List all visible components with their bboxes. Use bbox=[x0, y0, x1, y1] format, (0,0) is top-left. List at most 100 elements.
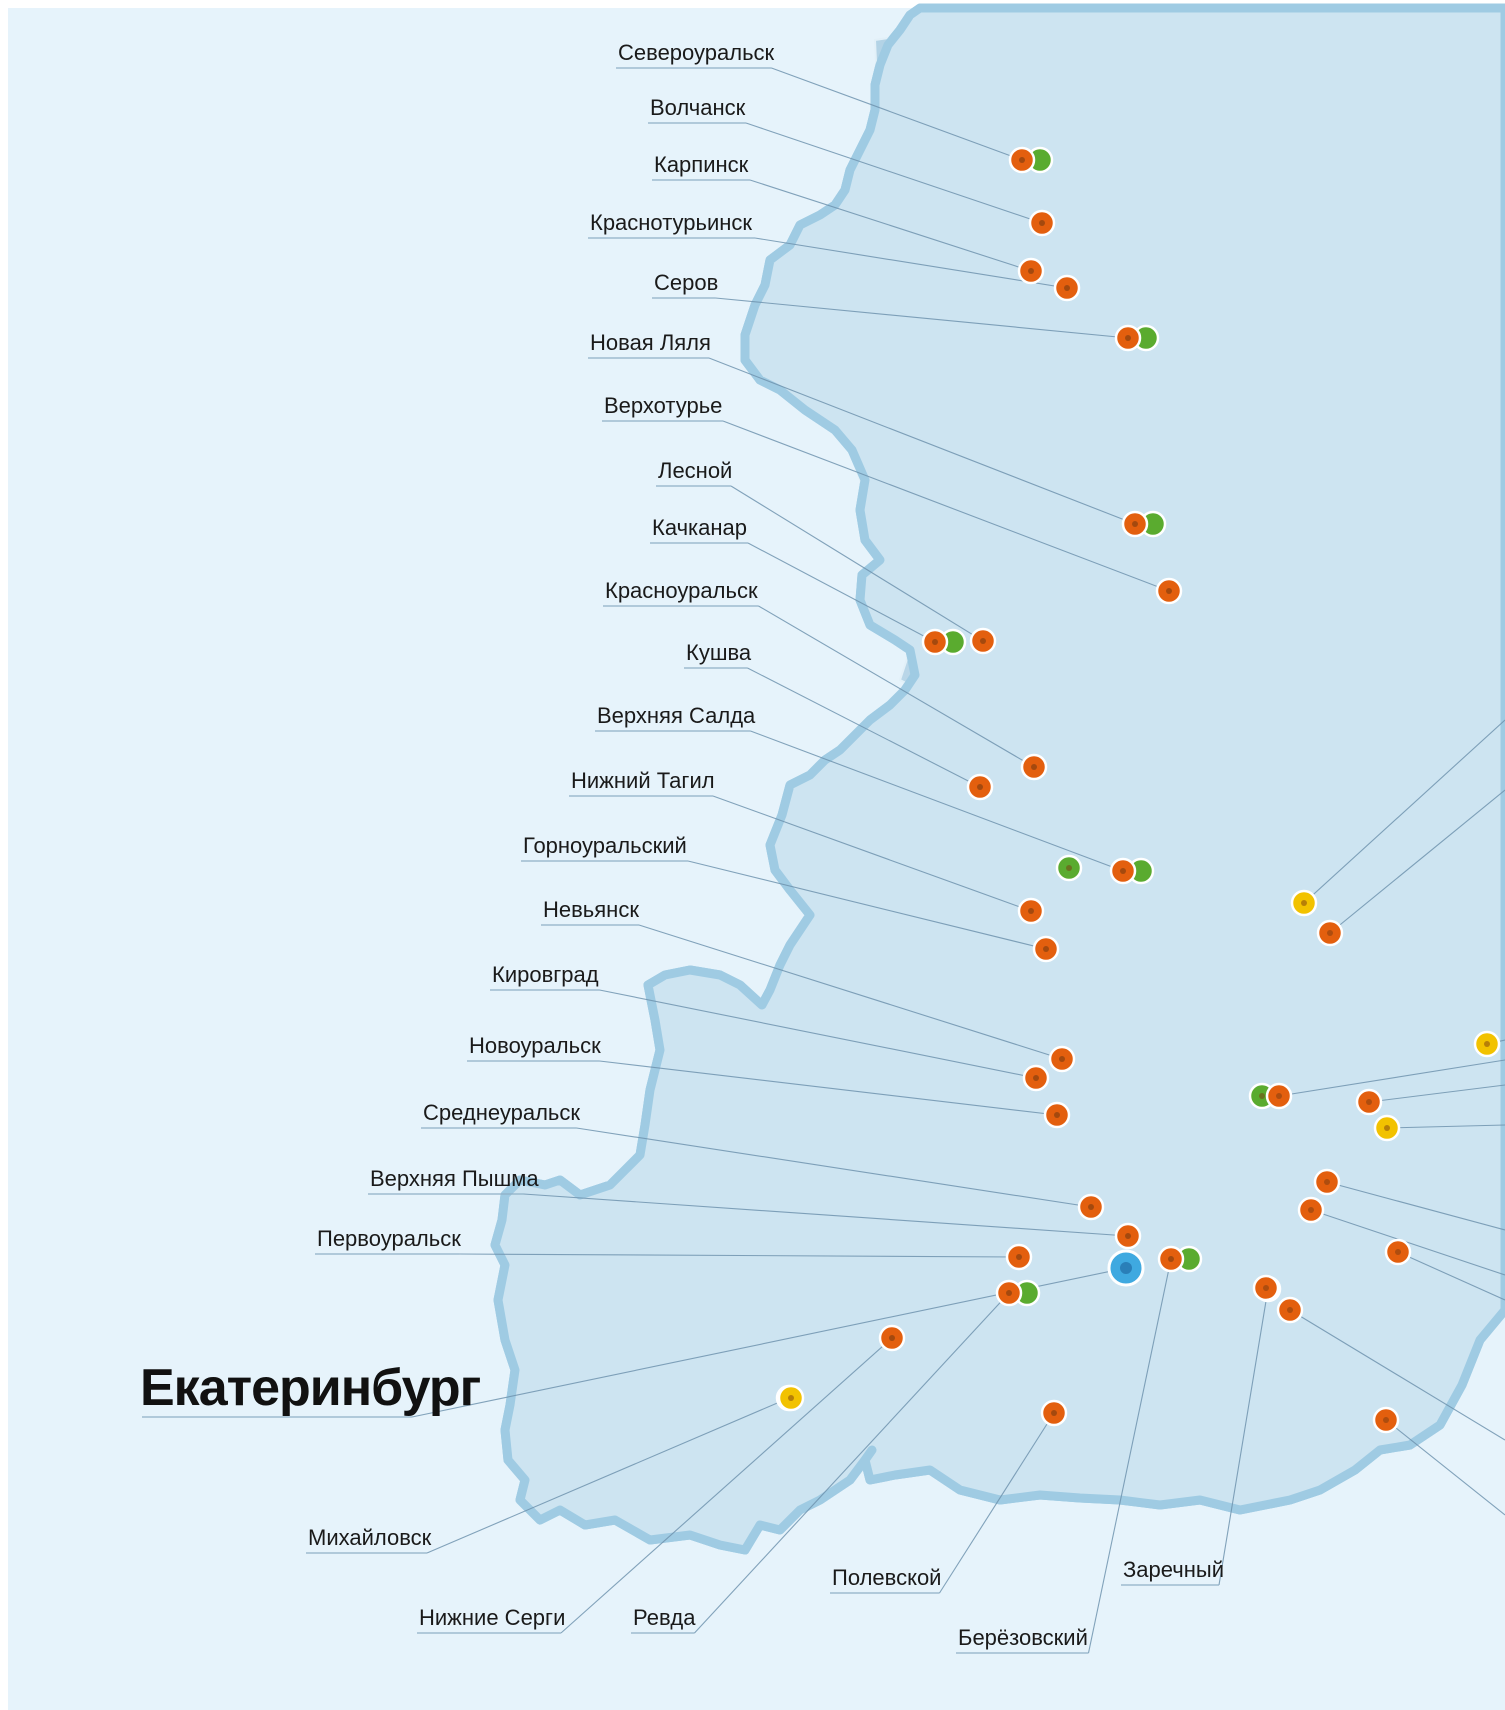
leader-line bbox=[458, 1253, 1020, 1258]
leader-line bbox=[749, 179, 1032, 272]
marker-center-dot bbox=[1031, 764, 1037, 770]
marker-center-dot bbox=[1051, 1410, 1057, 1416]
marker-center-dot bbox=[1059, 1056, 1065, 1062]
leader-line bbox=[708, 357, 1136, 525]
city-label: Кировград bbox=[492, 962, 599, 987]
marker-center-dot bbox=[1028, 268, 1034, 274]
marker-center-dot bbox=[1327, 930, 1333, 936]
city-label: Красноуральск bbox=[605, 578, 758, 603]
leader-line bbox=[712, 795, 1032, 912]
city-label: Волчанск bbox=[650, 95, 746, 120]
leader-line bbox=[1087, 1258, 1172, 1654]
city-label: Нижний Тагил bbox=[571, 768, 715, 793]
marker-center-dot bbox=[1066, 865, 1072, 871]
city-label: Нижние Серги bbox=[419, 1605, 565, 1630]
city-label: Североуральск bbox=[618, 40, 775, 65]
marker-center-dot bbox=[1308, 1207, 1314, 1213]
marker-center-dot bbox=[1064, 285, 1070, 291]
marker-center-dot bbox=[1384, 1125, 1390, 1131]
leader-line bbox=[426, 1397, 790, 1554]
marker-center-dot bbox=[1043, 946, 1049, 952]
leader-line bbox=[1397, 1251, 1505, 1301]
city-label: Горноуральский bbox=[523, 833, 687, 858]
leader-line bbox=[771, 67, 1023, 161]
city-label: Первоуральск bbox=[317, 1226, 461, 1251]
marker-center-dot bbox=[932, 639, 938, 645]
marker-center-dot bbox=[1019, 157, 1025, 163]
city-label: Новая Ляля bbox=[590, 330, 711, 355]
marker-center-dot bbox=[1039, 220, 1045, 226]
marker-center-dot bbox=[1088, 1204, 1094, 1210]
marker-center-dot bbox=[1276, 1093, 1282, 1099]
marker-center-dot bbox=[1366, 1099, 1372, 1105]
leader-line bbox=[1386, 1124, 1505, 1129]
leader-line bbox=[1218, 1288, 1269, 1586]
leader-line bbox=[1326, 1181, 1505, 1231]
marker-center-dot bbox=[1259, 1093, 1265, 1099]
city-label: Качканар bbox=[652, 515, 747, 540]
leader-line bbox=[939, 1412, 1055, 1594]
city-label: Краснотурьинск bbox=[590, 210, 752, 235]
city-label: Берёзовский bbox=[958, 1625, 1088, 1650]
marker-center-dot bbox=[1301, 900, 1307, 906]
marker-center-dot bbox=[1383, 1417, 1389, 1423]
leader-line bbox=[1329, 789, 1505, 934]
city-label: Верхняя Салда bbox=[597, 703, 756, 728]
leader-line bbox=[560, 1337, 893, 1634]
city-label: Невьянск bbox=[543, 897, 639, 922]
marker-center-dot bbox=[1120, 868, 1126, 874]
capital-marker-center bbox=[1120, 1262, 1132, 1274]
city-labels: СевероуральскВолчанскКарпинскКраснотурьи… bbox=[140, 40, 1224, 1654]
city-label: Ревда bbox=[633, 1605, 696, 1630]
city-label: Карпинск bbox=[654, 152, 749, 177]
marker-center-dot bbox=[1484, 1041, 1490, 1047]
capital-label: Екатеринбург bbox=[140, 1359, 481, 1417]
leader-line bbox=[754, 237, 1068, 289]
leader-line bbox=[747, 542, 936, 643]
leader-line bbox=[1303, 719, 1505, 904]
marker-center-dot bbox=[1287, 1307, 1293, 1313]
city-markers bbox=[775, 146, 1501, 1434]
leader-line bbox=[747, 667, 981, 788]
city-label: Серов bbox=[654, 270, 718, 295]
leader-line bbox=[1278, 1059, 1505, 1097]
city-label: Лесной bbox=[658, 458, 732, 483]
leader-line bbox=[687, 860, 1047, 950]
marker-center-dot bbox=[1324, 1179, 1330, 1185]
leader-line bbox=[1385, 1419, 1505, 1516]
leader-line bbox=[638, 924, 1063, 1060]
leader-line bbox=[750, 730, 1124, 872]
city-label: Новоуральск bbox=[469, 1033, 601, 1058]
marker-center-dot bbox=[1006, 1290, 1012, 1296]
marker-center-dot bbox=[980, 638, 986, 644]
marker-center-dot bbox=[1166, 588, 1172, 594]
leader-line bbox=[694, 1292, 1010, 1634]
leader-line bbox=[758, 605, 1035, 768]
leader-line bbox=[745, 122, 1043, 224]
leader-line bbox=[730, 485, 984, 642]
marker-center-dot bbox=[1125, 335, 1131, 341]
city-label: Полевской bbox=[832, 1565, 941, 1590]
marker-center-dot bbox=[1168, 1256, 1174, 1262]
marker-center-dot bbox=[1033, 1075, 1039, 1081]
marker-center-dot bbox=[1132, 521, 1138, 527]
leader-line bbox=[1310, 1209, 1505, 1276]
leader-line bbox=[722, 420, 1170, 592]
city-label: Среднеуральск bbox=[423, 1100, 580, 1125]
city-label: Кушва bbox=[686, 640, 752, 665]
leader-line bbox=[523, 1193, 1129, 1237]
marker-center-dot bbox=[889, 1335, 895, 1341]
marker-center-dot bbox=[788, 1395, 794, 1401]
leader-line bbox=[576, 1127, 1092, 1208]
marker-center-dot bbox=[1016, 1254, 1022, 1260]
marker-center-dot bbox=[1125, 1233, 1131, 1239]
leader-line bbox=[715, 297, 1129, 339]
marker-center-dot bbox=[1263, 1285, 1269, 1291]
leader-line bbox=[1289, 1309, 1505, 1441]
leader-line bbox=[599, 989, 1037, 1079]
marker-center-dot bbox=[1054, 1112, 1060, 1118]
city-label: Михайловск bbox=[308, 1525, 432, 1550]
city-label: Верхняя Пышма bbox=[370, 1166, 539, 1191]
